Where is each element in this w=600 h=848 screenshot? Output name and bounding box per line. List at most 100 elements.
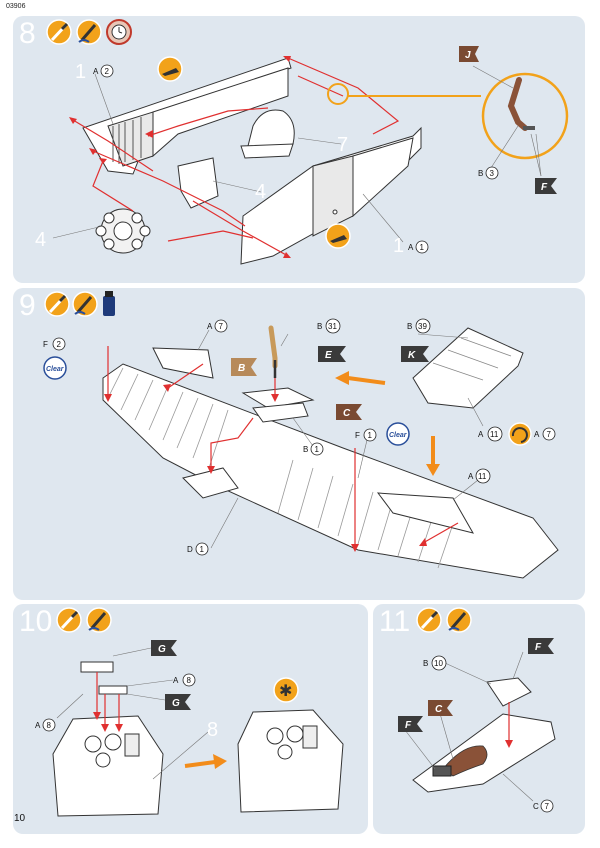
label-b39-number: 39 — [418, 322, 427, 331]
label-b10-letter: B — [423, 659, 428, 668]
svg-text:Clear: Clear — [46, 366, 65, 373]
label-f1-letter: F — [355, 431, 360, 440]
step-8-illustration: 1 A 2 4 4 7 1 A 1 B 3 J F — [35, 19, 569, 265]
assembly-arrows — [69, 56, 400, 258]
svg-text:F: F — [535, 642, 542, 653]
svg-text:B: B — [238, 363, 245, 374]
part-b10 — [486, 677, 532, 707]
label-b39-letter: B — [407, 322, 412, 331]
glue-brush-icon — [86, 607, 112, 633]
label-b31-number: 31 — [328, 322, 337, 331]
svg-text:G: G — [158, 644, 166, 655]
glue-tube-icon-bottom — [325, 223, 351, 249]
step-number: 11 — [379, 605, 411, 638]
bulkhead-part — [177, 157, 219, 209]
cockpit-after — [237, 709, 344, 813]
label-b3-number: 3 — [490, 169, 495, 178]
centre-section — [241, 387, 315, 423]
svg-text:C: C — [435, 704, 443, 715]
svg-text:G: G — [172, 698, 180, 709]
step-10-illustration: ✱ — [35, 607, 344, 817]
label-b10-number: 10 — [434, 659, 443, 668]
dry-fit-icon: ✱ — [273, 677, 299, 703]
decal-flag-e: E — [318, 346, 346, 362]
step-10-panel: 10 ✱ — [13, 604, 368, 834]
decal-flag-f-top: F — [528, 638, 554, 654]
rotate-icon — [508, 422, 532, 446]
decal-flag-k: K — [401, 346, 429, 362]
detail-zoom — [327, 65, 569, 177]
clock-icon — [106, 19, 132, 45]
svg-text:✱: ✱ — [279, 681, 292, 700]
label-b1-number: 1 — [315, 445, 320, 454]
label-a7b-letter: A — [534, 430, 540, 439]
label-a1-letter: A — [408, 243, 414, 252]
decal-flag-g-top: G — [151, 640, 177, 656]
label-a8b-number: 8 — [187, 676, 192, 685]
step-8-panel: 8 — [13, 16, 585, 283]
svg-text:J: J — [465, 50, 471, 61]
label-a2-letter: A — [93, 67, 99, 76]
assembly-arrows — [93, 672, 227, 769]
decal-flag-g-bottom: G — [165, 694, 191, 710]
label-part-1b: 1 — [393, 235, 404, 257]
label-f1-number: 1 — [368, 431, 373, 440]
label-a11b-letter: A — [478, 430, 484, 439]
svg-text:E: E — [325, 350, 332, 361]
paint-brush-icon — [416, 607, 442, 633]
fuselage-right-half — [240, 126, 422, 265]
label-a8-letter: A — [35, 721, 41, 730]
glue-brush-icon — [76, 19, 102, 45]
part-a8-middle — [98, 685, 128, 695]
decal-flag-c: C — [336, 404, 362, 420]
label-d1-number: 1 — [200, 545, 205, 554]
label-part-4b: 4 — [255, 181, 266, 203]
decal-flag-b: B — [231, 358, 257, 376]
label-d1-letter: D — [187, 545, 193, 554]
decal-flag-f-left: F — [398, 716, 423, 732]
decal-flag-j: J — [459, 46, 479, 62]
part-a8-top — [80, 661, 114, 673]
fuselage-left-half — [82, 57, 292, 175]
clear-varnish-icon-right: Clear — [386, 422, 410, 446]
glue-brush-icon — [446, 607, 472, 633]
label-a1-number: 1 — [420, 243, 425, 252]
lower-wing — [102, 363, 559, 579]
label-part-4a: 4 — [35, 229, 46, 251]
label-b1-letter: B — [303, 445, 308, 454]
svg-text:F: F — [541, 182, 548, 193]
step-number: 9 — [19, 289, 36, 322]
cockpit-before — [52, 715, 164, 817]
svg-text:C: C — [343, 408, 351, 419]
step-9-illustration: Clear Clear F 2 A 7 B 31 B 39 B — [43, 291, 559, 579]
label-part-8: 8 — [207, 719, 218, 741]
paint-brush-icon — [46, 19, 72, 45]
label-a8-number: 8 — [47, 721, 52, 730]
label-a8b-letter: A — [173, 676, 179, 685]
glue-brush-icon — [72, 291, 98, 317]
step-number: 8 — [19, 17, 36, 50]
clear-varnish-icon-left: Clear — [43, 356, 67, 380]
label-a2-number: 2 — [105, 67, 110, 76]
label-a7b-number: 7 — [547, 430, 552, 439]
step-11-panel: 11 B 10 C 7 — [373, 604, 585, 834]
seat-part — [240, 109, 295, 159]
decal-flag-c: C — [428, 700, 453, 716]
engine-part — [95, 208, 151, 254]
label-part-7: 7 — [337, 134, 348, 156]
paint-brush-icon — [44, 291, 70, 317]
assembly-arrows — [104, 346, 459, 552]
step-11-illustration: B 10 C 7 F C F — [398, 607, 556, 813]
label-a11-number: 11 — [478, 472, 487, 481]
label-a11b-number: 11 — [490, 430, 499, 439]
svg-text:Clear: Clear — [389, 432, 408, 439]
label-a7-letter: A — [207, 322, 213, 331]
label-a7-number: 7 — [219, 322, 224, 331]
svg-text:F: F — [405, 720, 412, 731]
aileron-right — [376, 492, 475, 534]
paint-brush-icon — [56, 607, 82, 633]
svg-text:K: K — [408, 350, 416, 361]
label-part-1: 1 — [75, 61, 86, 83]
label-c7-number: 7 — [545, 802, 550, 811]
document-code: 03906 — [6, 3, 26, 10]
